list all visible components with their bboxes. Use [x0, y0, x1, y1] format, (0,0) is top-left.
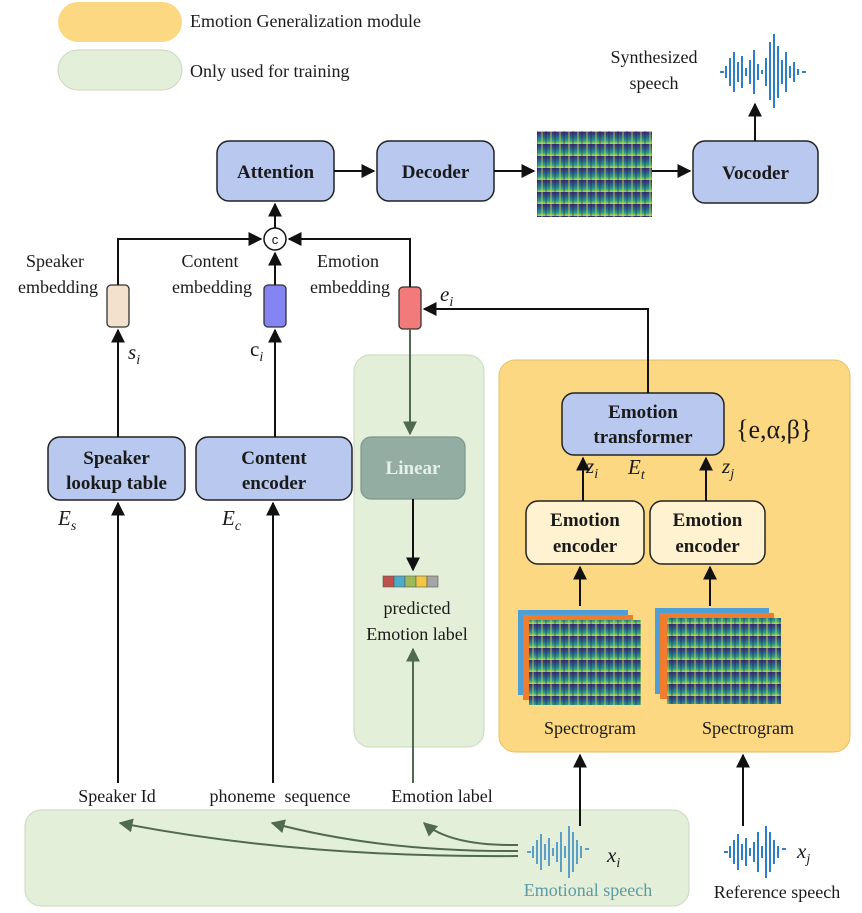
- predicted-emotion-label-line2: Emotion label: [366, 624, 467, 644]
- emotion-encoder-box-i: [525, 500, 645, 565]
- legend: Emotion Generalization module Only used …: [57, 2, 421, 91]
- emotion-transformer-line1: Emotion: [608, 402, 678, 423]
- spectrogram-label-j: Spectrogram: [702, 718, 794, 738]
- linear-label: Linear: [386, 458, 441, 479]
- emotional-speech-label: Emotional speech: [524, 880, 652, 900]
- emotion-encoder-j-line1: Emotion: [673, 510, 743, 531]
- legend-swatch-emotion-module: [58, 2, 182, 42]
- emotion-encoder-i-line1: Emotion: [550, 510, 620, 531]
- emotion-encoder-i-line2: encoder: [553, 536, 618, 557]
- xj-symbol: xj: [796, 839, 810, 867]
- arrow-speaker-embedding-to-concat: [117, 232, 263, 285]
- arrow-speech-to-phoneme: [270, 819, 519, 853]
- speaker-embedding-vector: [106, 284, 130, 328]
- predicted-label-vector: [382, 575, 439, 588]
- arrow-speech-to-emotion-label: [422, 822, 519, 847]
- synthesized-speech-label-line2: speech: [630, 73, 679, 93]
- emotional-speech-training-region: [24, 809, 690, 907]
- speaker-encoder-symbol: Es: [57, 506, 77, 534]
- speaker-id-label: Speaker Id: [78, 786, 155, 806]
- et-symbol: Et: [627, 455, 646, 483]
- content-embedding-symbol: ci: [250, 337, 263, 365]
- emotional-speech-waveform-icon: [527, 826, 589, 878]
- vocoder-label: Vocoder: [722, 163, 789, 184]
- arrow-transformer-to-emotion-embedding: [422, 302, 649, 393]
- concat-symbol: c: [272, 232, 279, 247]
- spectrogram-label-i: Spectrogram: [544, 718, 636, 738]
- content-embedding-label-line1: Content: [182, 251, 239, 271]
- legend-label-training-only: Only used for training: [190, 61, 349, 81]
- attention-label: Attention: [237, 162, 314, 183]
- emotion-embedding-vector: [398, 286, 422, 330]
- speaker-lookup-table-line2: lookup table: [66, 473, 167, 494]
- linear-training-region: [353, 354, 485, 748]
- predicted-emotion-label-line1: predicted: [384, 598, 451, 618]
- emotion-embedding-label-line2: embedding: [310, 277, 390, 297]
- decoder-label: Decoder: [402, 162, 470, 183]
- phoneme-sequence-label: phoneme sequence: [210, 786, 351, 806]
- transformer-params: {e,α,β}: [736, 415, 812, 444]
- legend-swatch-training-only: [57, 49, 183, 91]
- arrow-speech-to-speaker-id: [118, 818, 519, 858]
- content-encoder-line2: encoder: [242, 473, 307, 494]
- emotion-label-input: Emotion label: [391, 786, 492, 806]
- emotion-transformer-box: [561, 392, 725, 456]
- reference-speech-label: Reference speech: [714, 882, 840, 902]
- speaker-lookup-table-box: [47, 436, 186, 501]
- emotion-transformer-line2: transformer: [593, 427, 693, 448]
- mel-spectrogram-output: [537, 131, 652, 217]
- speaker-lookup-table-line1: Speaker: [83, 448, 150, 469]
- zj-symbol: zj: [721, 454, 734, 482]
- arrow-emotion-embedding-to-concat: [287, 232, 411, 287]
- content-embedding-label-line2: embedding: [172, 277, 252, 297]
- emotion-encoder-j-line2: encoder: [675, 536, 740, 557]
- emotion-embedding-symbol: ei: [440, 282, 453, 310]
- emotion-embedding-label-line1: Emotion: [317, 251, 379, 271]
- xi-symbol: xi: [606, 843, 620, 871]
- emotion-encoder-box-j: [649, 500, 766, 565]
- spectrogram-stack-j: [655, 608, 781, 704]
- reference-speech-waveform-icon: [724, 826, 786, 878]
- speaker-embedding-label-line1: Speaker: [26, 251, 84, 271]
- legend-label-emotion-module: Emotion Generalization module: [190, 11, 421, 31]
- content-encoder-line1: Content: [241, 448, 307, 469]
- spectrogram-stack-i: [518, 610, 641, 705]
- speaker-embedding-symbol: si: [128, 340, 140, 368]
- speaker-embedding-label-line2: embedding: [18, 277, 98, 297]
- content-encoder-symbol: Ec: [221, 506, 242, 534]
- content-embedding-vector: [263, 284, 287, 328]
- synthesized-speech-label-line1: Synthesized: [611, 47, 698, 67]
- synthesized-speech-waveform-icon: [720, 34, 806, 108]
